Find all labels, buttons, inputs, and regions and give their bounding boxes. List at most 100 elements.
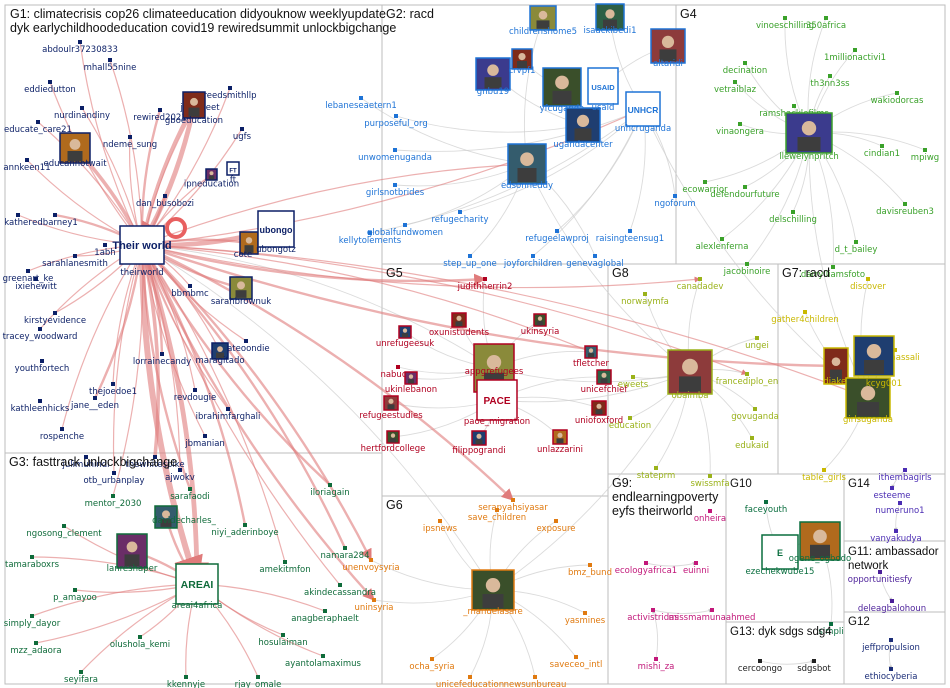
node-isaackibedi1[interactable]: isaackibedi1: [584, 3, 637, 36]
node-ngosong_clement[interactable]: ngosong_clement: [26, 524, 102, 539]
node-educate_care21[interactable]: educate_care21: [4, 120, 72, 135]
node-mhall55nine[interactable]: mhall55nine: [84, 58, 137, 73]
node-greenart_ke[interactable]: greenart_ke: [3, 269, 54, 284]
node-amekitmfon[interactable]: amekitmfon: [259, 560, 311, 575]
node-newsunbureau[interactable]: newsunbureau: [504, 675, 567, 688]
node-gboeducation[interactable]: gboeducation: [165, 91, 223, 126]
node-kkennyje[interactable]: kkennyje: [167, 675, 205, 688]
node-globalfundwomen[interactable]: globalfundwomen: [367, 223, 443, 238]
node-simply_dayor[interactable]: simply_dayor: [4, 614, 61, 629]
node-350africa[interactable]: 350africa: [806, 16, 846, 31]
node-ecologyafrica1[interactable]: ecologyafrica1: [615, 561, 677, 576]
node-numeruno1[interactable]: numeruno1: [875, 501, 925, 516]
node-saveceo_intl[interactable]: saveceo_intl: [550, 655, 603, 670]
node-sarahlanesmith[interactable]: sarahlanesmith: [42, 254, 108, 269]
node-1abh[interactable]: 1abh: [94, 243, 116, 258]
node-canadadev[interactable]: canadadev: [677, 277, 724, 292]
node-euinni[interactable]: euinni: [683, 561, 709, 576]
node-genevaglobal[interactable]: genevaglobal: [566, 254, 624, 269]
node-lorrainecandy[interactable]: lorrainecandy: [133, 352, 191, 367]
node-seyifara[interactable]: seyifara: [64, 670, 98, 685]
node-iloriagain[interactable]: iloriagain: [310, 483, 350, 498]
node-bmz_bund[interactable]: bmz_bund: [568, 563, 612, 578]
node-save_children[interactable]: save_children: [468, 508, 526, 523]
node-eweets[interactable]: eweets: [618, 375, 649, 390]
node-vinaongera[interactable]: vinaongera: [716, 122, 764, 137]
node-bbmbmc[interactable]: bbmbmc: [171, 284, 209, 299]
node-ukinlebanon[interactable]: ukinlebanon: [385, 371, 437, 395]
node-kateoondie[interactable]: kateoondie: [222, 339, 270, 354]
node-alexlenferna[interactable]: alexlenferna: [696, 237, 749, 252]
node-vetraiblaz[interactable]: vetraiblaz: [714, 80, 757, 95]
node-abdoulr37230833[interactable]: abdoulr37230833: [42, 40, 118, 55]
node-ukinsyria[interactable]: ukinsyria: [521, 313, 560, 337]
node-rjay_omale[interactable]: rjay_omale: [235, 675, 282, 688]
node-namara284[interactable]: namara284: [320, 546, 370, 561]
node-mentor_2030[interactable]: mentor_2030: [85, 494, 142, 509]
node-kather[interactable]: kather: [4, 213, 32, 228]
node-ngoforum[interactable]: ngoforum: [654, 194, 696, 209]
node-ogene_ogbodo[interactable]: ogene_ogbodo: [789, 521, 851, 564]
node-uninsyria[interactable]: uninsyria: [354, 598, 394, 613]
node-akindecassandra[interactable]: akindecassandra: [304, 583, 376, 598]
node-kcyg001[interactable]: kcyg001: [853, 335, 902, 389]
node-llewelynpritch[interactable]: llewelynpritch: [779, 112, 839, 162]
node-hosulaiman[interactable]: hosulaiman: [258, 633, 308, 648]
node-edbarney1[interactable]: edbarney1: [32, 213, 78, 228]
node-sarahbrownuk[interactable]: sarahbrownuk: [211, 276, 271, 307]
node-revdougie[interactable]: revdougie: [174, 388, 217, 403]
node-edukaid[interactable]: edukaid: [735, 436, 769, 451]
node-francediplo_en[interactable]: francediplo_en: [716, 372, 779, 387]
node-oxunistudents[interactable]: oxunistudents: [429, 312, 490, 338]
node-gnbu19[interactable]: gnbu19: [475, 57, 511, 97]
node-opportunitiesfy[interactable]: opportunitiesfy: [848, 570, 912, 585]
node-edsonneddy[interactable]: edsonneddy: [501, 143, 553, 191]
node-refugeelawproj[interactable]: refugeelawproj: [525, 229, 589, 244]
node-educannotwait[interactable]: educannotwait: [43, 132, 107, 169]
node-rewired2021[interactable]: rewired2021: [133, 108, 187, 123]
node-vanyakudya[interactable]: vanyakudya: [870, 529, 922, 544]
node-hertfordcollege[interactable]: hertfordcollege: [361, 430, 426, 454]
node-annkeen11[interactable]: annkeen11: [3, 158, 51, 173]
node-unicefeducation[interactable]: unicefeducation: [436, 675, 504, 688]
node-p_amayoo[interactable]: p_amayoo: [53, 588, 97, 603]
node-tamaraboxrs[interactable]: tamaraboxrs: [5, 555, 60, 570]
node-diakei[interactable]: diakei: [823, 347, 849, 387]
node-kellytolements[interactable]: kellytolements: [339, 231, 402, 246]
node-tracey_woodward[interactable]: tracey_woodward: [3, 327, 78, 342]
node-altaridi[interactable]: altaridi: [650, 28, 686, 69]
node-julimuhindi[interactable]: julimuhindi: [61, 455, 110, 470]
node-ithembagirls[interactable]: ithembagirls: [878, 468, 932, 483]
node-education[interactable]: education: [609, 416, 651, 431]
node-ndeme_sung[interactable]: ndeme_sung: [103, 135, 157, 150]
node-exposure[interactable]: exposure: [536, 519, 576, 534]
node-refugeestudies[interactable]: refugeestudies: [359, 395, 423, 421]
node-davisreuben3[interactable]: davisreuben3: [876, 202, 934, 217]
node-olushola_kemi[interactable]: olushola_kemi: [110, 635, 170, 650]
node-vinoeschilling[interactable]: vinoeschilling: [756, 16, 814, 31]
node-simpli[interactable]: simpli: [818, 622, 844, 637]
node-1millionactivi1[interactable]: 1millionactivi1: [824, 48, 886, 63]
node-purposeful_org[interactable]: purposeful_org: [364, 114, 428, 129]
node-activistridas[interactable]: activistridas: [627, 608, 679, 623]
node-sarafaodi[interactable]: sarafaodi: [170, 487, 210, 502]
node-reedsmithllp[interactable]: reedsmithllp: [203, 86, 257, 101]
node-ungei[interactable]: ungei: [745, 336, 769, 351]
node-cindian1[interactable]: cindian1: [864, 144, 900, 159]
node-youthfortech[interactable]: youthfortech: [15, 359, 70, 374]
node-childrenshome5[interactable]: childrenshome5: [509, 5, 577, 37]
node-filippograndi[interactable]: filippograndi: [452, 430, 506, 456]
node-ugfs[interactable]: ugfs: [233, 127, 252, 142]
node-thewhitespike[interactable]: thewhitespike: [125, 455, 185, 470]
node-ipsnews[interactable]: ipsnews: [423, 519, 458, 534]
node-ibrahimfarghali[interactable]: ibrahimfarghali: [196, 407, 261, 422]
node-jane__eden[interactable]: jane__eden: [70, 396, 119, 411]
node-ipneducation[interactable]: ipneducation: [184, 168, 239, 190]
node-ayantolamaximus[interactable]: ayantolamaximus: [285, 654, 362, 669]
node-tfletcher[interactable]: tfletcher: [573, 345, 610, 369]
node-jacobinoire[interactable]: jacobinoire: [723, 262, 771, 277]
node-ethiocyberia[interactable]: ethiocyberia: [865, 667, 918, 682]
